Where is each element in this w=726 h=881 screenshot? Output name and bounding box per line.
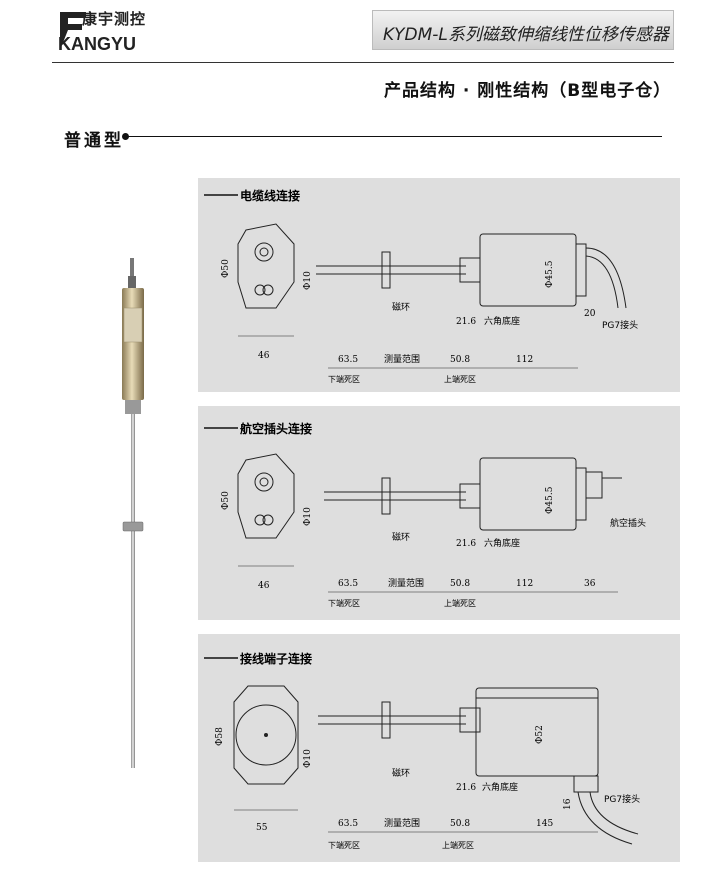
- panel-terminal-end-view: [233, 685, 299, 785]
- brand-logo: 康宇测控 KANGYU: [58, 8, 178, 58]
- panel-terminal-conn-label: PG7接头: [604, 793, 640, 805]
- panel-aviation-hex-label: 六角底座: [484, 537, 520, 549]
- panel-terminal-width-left: 55: [256, 823, 268, 833]
- panel-terminal-high-label: 上端死区: [442, 840, 474, 850]
- section-bullet: [122, 133, 129, 140]
- panel-cable-phi-body: Φ45.5: [545, 260, 555, 288]
- panel-cable-dead-high: 50.8: [450, 355, 470, 365]
- panel-aviation-dead-high: 50.8: [450, 579, 470, 589]
- panel-aviation-width-left: 46: [258, 581, 270, 591]
- panel-aviation-phi-body: Φ45.5: [545, 486, 555, 514]
- panel-terminal-phi-left: Φ58: [215, 727, 225, 746]
- panel-terminal-phi-body: Φ52: [535, 725, 545, 744]
- panel-aviation-ring-label: 磁环: [392, 531, 410, 543]
- panel-aviation-dead-low: 63.5: [338, 579, 358, 589]
- panel-terminal-range: 测量范围: [384, 817, 420, 829]
- panel-cable-side-view: [316, 233, 627, 309]
- panel-cable-extra-dim: 20: [584, 309, 596, 319]
- panel-terminal-extra-dim: 16: [563, 798, 573, 810]
- panel-cable-phi-left: Φ50: [221, 259, 231, 278]
- panel-cable-range: 测量范围: [384, 353, 420, 365]
- panel-cable-hex-len: 21.6: [456, 317, 476, 327]
- panel-cable-end-view: [237, 223, 295, 309]
- section-rule: [128, 136, 662, 137]
- series-title: KYDM-L系列磁致伸缩线性位移传感器: [383, 25, 669, 45]
- header-divider: [52, 62, 674, 63]
- brand-mark-icon: [60, 12, 86, 50]
- panel-cable-conn-label: PG7接头: [602, 319, 638, 331]
- panel-terminal: 接线端子连接 Φ58 55 Φ10 Φ52 磁环 21.6 六角底座 16 PG…: [198, 634, 680, 862]
- section-label: 普通型: [64, 131, 124, 151]
- panel-terminal-body-len: 145: [536, 819, 553, 829]
- panel-aviation-phi-left: Φ50: [221, 491, 231, 510]
- brand-name-en: KANGYU: [58, 34, 137, 54]
- panel-cable-ring-label: 磁环: [392, 301, 410, 313]
- panel-aviation-extra-dim: 36: [584, 579, 596, 589]
- panel-aviation: 航空插头连接 Φ50 46 Φ10 Φ45.5 磁环 21.6 六角底座 航空插…: [198, 406, 680, 620]
- panel-aviation-end-view: [237, 453, 295, 539]
- panel-aviation-phi-rod: Φ10: [303, 507, 313, 526]
- panel-cable-width-left: 46: [258, 351, 270, 361]
- panel-terminal-low-label: 下端死区: [328, 840, 360, 850]
- panel-terminal-ring-label: 磁环: [392, 767, 410, 779]
- brand-name-cn: 康宇测控: [82, 10, 147, 28]
- panel-aviation-side-view: [324, 457, 622, 531]
- panel-aviation-body-len: 112: [516, 579, 533, 589]
- panel-cable-phi-rod: Φ10: [303, 271, 313, 290]
- panel-aviation-range: 测量范围: [388, 577, 424, 589]
- panel-cable-low-label: 下端死区: [328, 374, 360, 384]
- panel-terminal-hex-len: 21.6: [456, 783, 476, 793]
- sensor-photo: [122, 258, 144, 768]
- panel-cable: 电缆线连接 Φ50 46 Φ10 Φ45.5 磁环 21.6 六角底座 20: [198, 178, 680, 392]
- panel-aviation-title: 航空插头连接: [240, 421, 312, 436]
- series-title-box: KYDM-L系列磁致伸缩线性位移传感器: [372, 10, 674, 50]
- panel-terminal-hex-label: 六角底座: [482, 781, 518, 793]
- panel-aviation-low-label: 下端死区: [328, 598, 360, 608]
- panel-terminal-title: 接线端子连接: [240, 651, 312, 666]
- panel-aviation-conn-label: 航空插头: [610, 517, 646, 529]
- panel-cable-hex-label: 六角底座: [484, 315, 520, 327]
- page-subtitle: 产品结构 · 刚性结构（B型电子仓）: [384, 81, 672, 101]
- panel-cable-title: 电缆线连接: [240, 188, 300, 203]
- panel-aviation-hex-len: 21.6: [456, 539, 476, 549]
- panel-terminal-dead-high: 50.8: [450, 819, 470, 829]
- panel-terminal-side-view: [318, 687, 639, 845]
- panel-cable-high-label: 上端死区: [444, 374, 476, 384]
- panel-terminal-phi-rod: Φ10: [303, 749, 313, 768]
- panel-aviation-high-label: 上端死区: [444, 598, 476, 608]
- panel-cable-dead-low: 63.5: [338, 355, 358, 365]
- panel-terminal-dead-low: 63.5: [338, 819, 358, 829]
- panel-cable-body-len: 112: [516, 355, 533, 365]
